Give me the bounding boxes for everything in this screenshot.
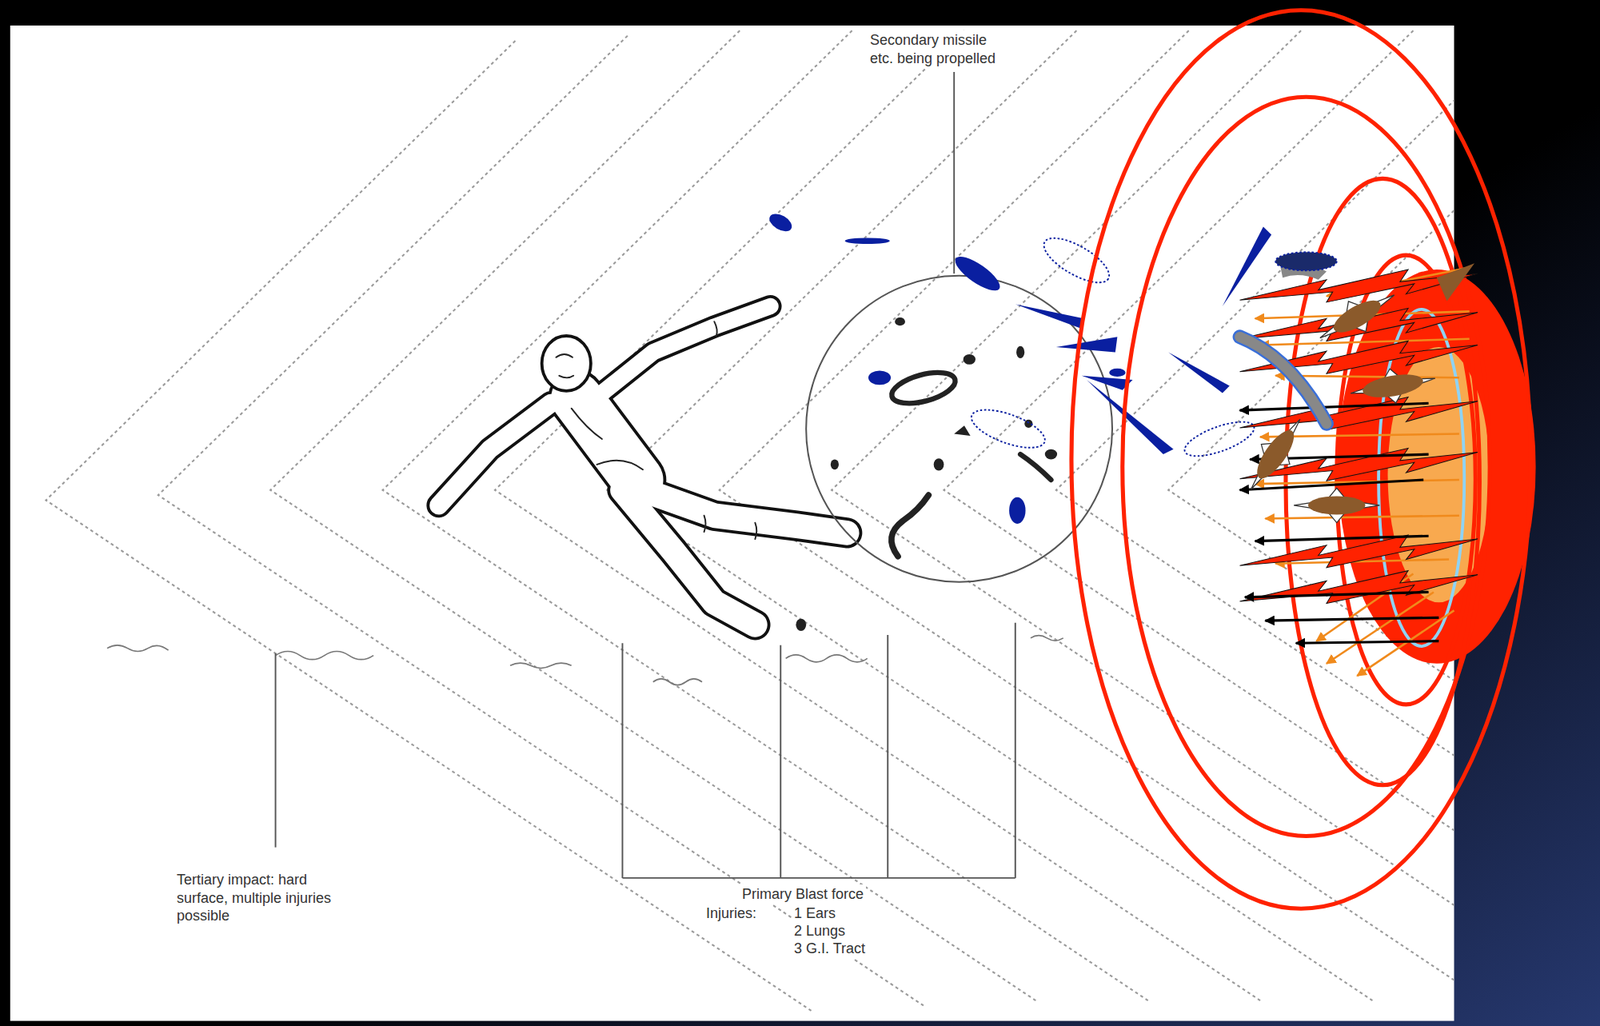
injury-item: 3 G.I. Tract	[791, 938, 868, 959]
blast-wave-lines	[45, 30, 1454, 1011]
fragment-ghosts	[966, 229, 1258, 463]
injury-item: 1 Ears	[791, 903, 838, 924]
missile-circle	[795, 71, 1113, 631]
fragments	[766, 210, 1273, 524]
injury-item: 2 Lungs	[791, 921, 848, 942]
ground-scribbles	[107, 635, 1064, 686]
tertiary-label: Tertiary impact: hard surface, multiple …	[174, 869, 359, 926]
white-panel	[10, 25, 1455, 1022]
injuries-heading: Injuries:	[703, 903, 759, 924]
missile-label: Secondary missile etc. being propelled	[867, 30, 1000, 68]
person-figure	[438, 306, 847, 625]
scale-lines	[275, 622, 1016, 878]
primary-label: Primary Blast force	[739, 884, 866, 905]
explosion	[1071, 10, 1537, 909]
